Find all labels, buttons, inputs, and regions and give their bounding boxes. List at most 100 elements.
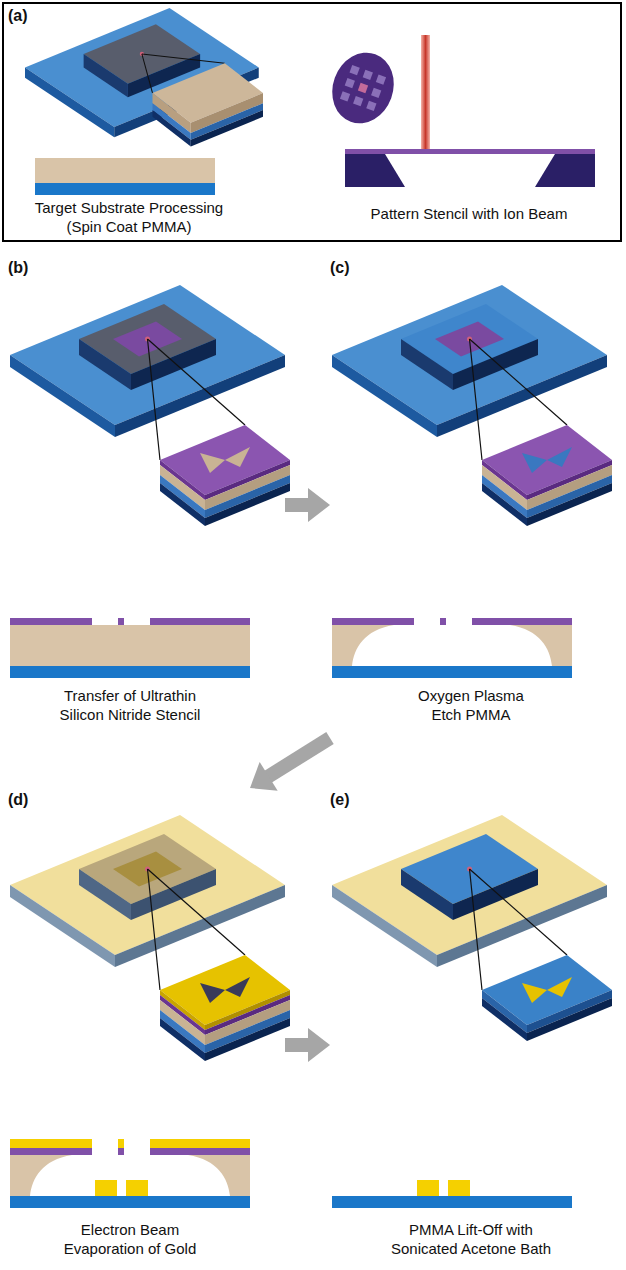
stencil-wafer-part — [371, 88, 381, 98]
stencil-transfer-cross-section — [10, 618, 250, 678]
arrow-shaft — [267, 738, 330, 777]
substrate-iso-part — [142, 54, 225, 63]
stencil-wafer-part — [322, 44, 403, 132]
plasma-etch-iso-part — [470, 339, 568, 425]
flow-arrow — [285, 488, 330, 522]
gold-evaporation-iso-part — [79, 869, 131, 920]
stencil-transfer-iso-part — [205, 475, 290, 518]
process-panel: (c)Oxygen Plasma Etch PMMA — [330, 256, 620, 746]
panel-letter: (b) — [8, 258, 38, 277]
stencil-membrane-part — [535, 154, 595, 187]
stencil-transfer-iso-part — [200, 453, 225, 473]
gold-evaporation-cross-section — [10, 1139, 250, 1208]
stencil-wafer-part — [376, 75, 386, 85]
step-caption: Transfer of Ultrathin Silicon Nitride St… — [45, 686, 215, 724]
gold-evaporation-cross-section-part — [10, 1148, 92, 1155]
stencil-transfer-iso-part — [148, 339, 246, 425]
stencil-transfer-cross-section-part — [118, 618, 124, 625]
stencil-transfer-iso-part — [160, 483, 205, 526]
plasma-etch-cross-section-part — [472, 618, 572, 625]
lift-off-iso-part — [332, 815, 607, 955]
gold-evaporation-cross-section-part — [150, 1148, 250, 1155]
gold-evaporation-cross-section-part — [10, 1139, 92, 1148]
plasma-etch-iso-part — [401, 339, 453, 390]
gold-evaporation-cross-section-part — [95, 1180, 117, 1196]
stencil-transfer-iso-part — [225, 447, 250, 467]
stencil-wafer-part — [350, 65, 360, 75]
panel-letter: (c) — [330, 258, 360, 277]
plasma-etch-iso-part — [482, 483, 527, 526]
step-caption: Target Substrate Processing (Spin Coat P… — [22, 198, 236, 236]
gold-evaporation-iso-part — [148, 869, 161, 990]
plasma-etch-iso-part — [527, 483, 612, 526]
stencil-wafer-part — [353, 96, 363, 106]
stencil-transfer-iso-part — [10, 285, 285, 425]
plasma-etch-iso-part — [547, 447, 572, 467]
plasma-etch-cross-section-part — [332, 666, 572, 678]
lift-off-iso-part — [527, 990, 612, 1033]
gold-evaporation-iso-part — [200, 983, 225, 1003]
gold-evaporation-cross-section-part — [118, 1139, 124, 1148]
lift-off-iso-part — [470, 869, 483, 990]
plasma-etch-cross-section-part — [332, 618, 414, 625]
gold-evaporation-cross-section-part — [10, 1155, 72, 1196]
substrate-cross-section-part — [35, 158, 215, 183]
plasma-etch-cross-section-part — [440, 618, 446, 625]
lift-off-iso-part — [522, 983, 547, 1003]
lift-off-iso-part — [527, 998, 612, 1041]
lift-off-cross-section-part — [332, 1196, 572, 1208]
lift-off-iso-part — [453, 869, 538, 920]
gold-evaporation-iso — [10, 815, 290, 1061]
stencil-transfer-cross-section-part — [150, 618, 250, 625]
arrow-head — [308, 1028, 330, 1062]
stencil-transfer-cross-section-part — [10, 666, 250, 678]
plasma-etch-iso — [332, 285, 612, 526]
substrate-iso-part — [84, 54, 128, 97]
gold-evaporation-iso-part — [10, 815, 285, 955]
stencil-transfer-iso-part — [148, 339, 161, 460]
lift-off-cross-section-part — [417, 1180, 439, 1196]
lift-off-iso-part — [482, 998, 527, 1041]
substrate-iso-part-part — [153, 103, 191, 140]
step-caption: Electron Beam Evaporation of Gold — [55, 1220, 205, 1258]
plasma-etch-iso-part — [527, 475, 612, 518]
stencil-transfer-cross-section-part — [10, 618, 92, 625]
plasma-etch-iso-part — [482, 475, 527, 518]
plasma-etch-iso-part — [522, 453, 547, 473]
stencil-membrane — [345, 149, 595, 187]
stencil-wafer-part — [340, 91, 350, 101]
gold-evaporation-iso-part — [148, 869, 246, 955]
process-panel: (d) Electron Beam Evaporation of Gold — [8, 788, 285, 1266]
lift-off-cross-section — [332, 1180, 572, 1208]
lift-off-iso-part — [547, 977, 572, 997]
stencil-transfer-cross-section-part — [10, 625, 250, 666]
arrow-shaft — [285, 498, 310, 512]
panel-letter: (d) — [8, 790, 38, 809]
substrate-cross-section — [35, 158, 215, 195]
gold-evaporation-iso-part — [160, 1018, 205, 1061]
gold-evaporation-iso-part — [205, 1018, 290, 1061]
substrate-cross-section-part — [35, 183, 215, 195]
stencil-transfer-iso-part — [205, 483, 290, 526]
gold-evaporation-iso-part — [205, 1010, 290, 1053]
lift-off-iso-part — [401, 869, 453, 920]
lift-off-iso — [332, 815, 612, 1041]
gold-evaporation-iso-part — [225, 977, 250, 997]
plasma-etch-cross-section-part — [510, 625, 572, 666]
stencil-membrane-part — [345, 149, 595, 154]
flow-arrow — [285, 1028, 330, 1062]
step-caption: Pattern Stencil with Ion Beam — [339, 204, 599, 223]
gold-evaporation-cross-section-part — [118, 1148, 124, 1155]
process-panel: (e) PMMA Lift-Off with Sonicated Acetone … — [330, 788, 620, 1266]
lift-off-iso-part — [482, 990, 527, 1033]
substrate-iso — [25, 8, 263, 147]
panel-letter: (a) — [8, 6, 38, 25]
panel-letter: (e) — [330, 790, 360, 809]
stencil-wafer — [322, 44, 403, 132]
process-panel: (b) Transfer of Ultrathin Silicon Nitride… — [8, 256, 285, 732]
arrow-head — [308, 488, 330, 522]
step-caption: PMMA Lift-Off with Sonicated Acetone Bat… — [382, 1220, 560, 1258]
stencil-wafer-part — [363, 70, 373, 80]
